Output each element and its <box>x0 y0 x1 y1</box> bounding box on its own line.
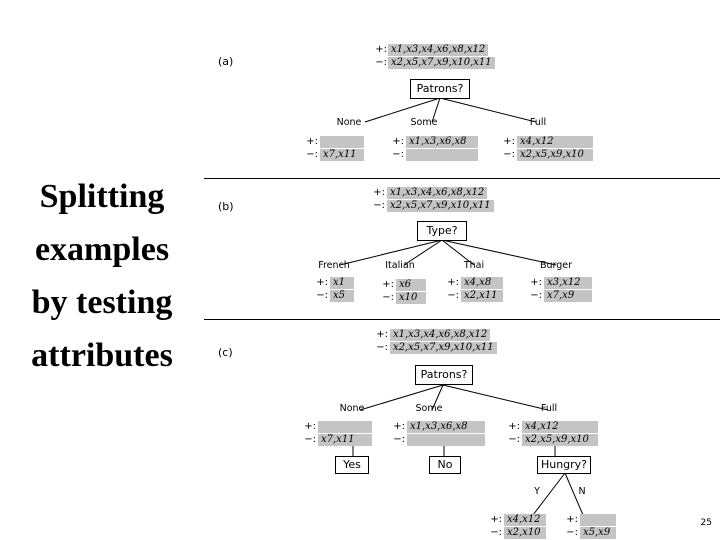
branch-label: None <box>336 117 362 128</box>
root-negative-examples: x2,x5,x7,x9,x10,x11 <box>387 200 494 212</box>
pos-sign: +: <box>503 136 515 147</box>
panel-c-label: (c) <box>218 346 233 359</box>
title-line: examples <box>34 231 170 268</box>
pos-sign: +: <box>316 277 328 288</box>
panel-a-label: (a) <box>218 55 234 68</box>
branch-positive-examples <box>318 421 372 433</box>
test-node-type: Type? <box>417 221 467 241</box>
pos-sign: +: <box>373 187 385 198</box>
root-positive-examples: x1,x3,x4,x6,x8,x12 <box>390 329 491 341</box>
pos-sign: +: <box>376 329 388 340</box>
branch-negative-examples: x10 <box>396 292 426 304</box>
pos-sign: +: <box>304 421 316 432</box>
neg-sign: −: <box>316 290 328 301</box>
branch-label: Some <box>415 403 443 414</box>
neg-sign: −: <box>376 342 388 353</box>
branch-label: French <box>318 260 350 271</box>
branch-negative-examples <box>407 434 485 446</box>
pos-sign: +: <box>490 514 502 525</box>
branch-positive-examples: x1 <box>330 277 354 289</box>
pos-sign: +: <box>306 136 318 147</box>
pos-sign: +: <box>566 514 578 525</box>
branch-negative-examples: x5,x9 <box>580 527 616 539</box>
branch-positive-examples <box>320 136 364 148</box>
divider <box>204 319 720 320</box>
neg-sign: −: <box>382 292 394 303</box>
branch-positive-examples: x4,x12 <box>522 421 598 433</box>
neg-sign: −: <box>393 434 405 445</box>
branch-label: Full <box>529 117 547 128</box>
branch-label: None <box>339 403 365 414</box>
leaf-yes: Yes <box>335 456 369 474</box>
branch-negative-examples: x2,x5,x9,x10 <box>522 434 598 446</box>
pos-sign: +: <box>530 277 542 288</box>
branch-positive-examples: x4,x12 <box>504 514 546 526</box>
pos-sign: +: <box>382 279 394 290</box>
pos-sign: +: <box>392 136 404 147</box>
test-node-patrons: Patrons? <box>410 79 470 99</box>
neg-sign: −: <box>490 527 502 538</box>
divider <box>204 178 720 179</box>
title-line: by testing <box>31 284 173 321</box>
neg-sign: −: <box>304 434 316 445</box>
branch-label: Full <box>540 403 558 414</box>
leaf-no: No <box>429 456 461 474</box>
test-node-patrons: Patrons? <box>415 365 473 385</box>
neg-sign: −: <box>375 57 387 68</box>
branch-label: N <box>578 486 586 497</box>
branch-negative-examples: x5 <box>330 290 354 302</box>
branch-positive-examples: x3,x12 <box>544 277 592 289</box>
test-node-hungry: Hungry? <box>537 456 591 474</box>
branch-negative-examples: x7,x11 <box>320 149 364 161</box>
neg-sign: −: <box>530 290 542 301</box>
branch-positive-examples: x4,x8 <box>461 277 503 289</box>
root-negative-examples: x2,x5,x7,x9,x10,x11 <box>390 342 497 354</box>
branch-label: Burger <box>539 260 573 271</box>
branch-label: Some <box>410 117 438 128</box>
branch-label: Thai <box>463 260 485 271</box>
root-positive-examples: x1,x3,x4,x6,x8,x12 <box>387 187 488 199</box>
pos-sign: +: <box>393 421 405 432</box>
slide-title: Splitting examples by testing attributes <box>6 170 198 382</box>
title-line: Splitting <box>39 178 165 215</box>
branch-negative-examples: x7,x11 <box>318 434 372 446</box>
neg-sign: −: <box>373 200 385 211</box>
neg-sign: −: <box>508 434 520 445</box>
branch-negative-examples: x2,x11 <box>461 290 503 302</box>
title-line: attributes <box>31 337 173 374</box>
branch-negative-examples: x2,x10 <box>504 527 546 539</box>
pos-sign: +: <box>508 421 520 432</box>
neg-sign: −: <box>503 149 515 160</box>
branch-positive-examples: x1,x3,x6,x8 <box>407 421 485 433</box>
page-number: 25 <box>700 518 712 528</box>
branch-positive-examples <box>580 514 616 526</box>
branch-negative-examples: x2,x5,x9,x10 <box>517 149 593 161</box>
branch-positive-examples: x4,x12 <box>517 136 593 148</box>
neg-sign: −: <box>392 149 404 160</box>
panel-b-label: (b) <box>218 200 234 213</box>
neg-sign: −: <box>566 527 578 538</box>
branch-positive-examples: x6 <box>396 279 426 291</box>
pos-sign: +: <box>375 44 387 55</box>
branch-negative-examples <box>406 149 478 161</box>
branch-label: Y <box>534 486 540 497</box>
root-negative-examples: x2,x5,x7,x9,x10,x11 <box>388 57 495 69</box>
neg-sign: −: <box>306 149 318 160</box>
neg-sign: −: <box>447 290 459 301</box>
root-positive-examples: x1,x3,x4,x6,x8,x12 <box>388 44 489 56</box>
branch-negative-examples: x7,x9 <box>544 290 592 302</box>
pos-sign: +: <box>447 277 459 288</box>
branch-positive-examples: x1,x3,x6,x8 <box>406 136 478 148</box>
branch-label: Italian <box>385 260 415 271</box>
